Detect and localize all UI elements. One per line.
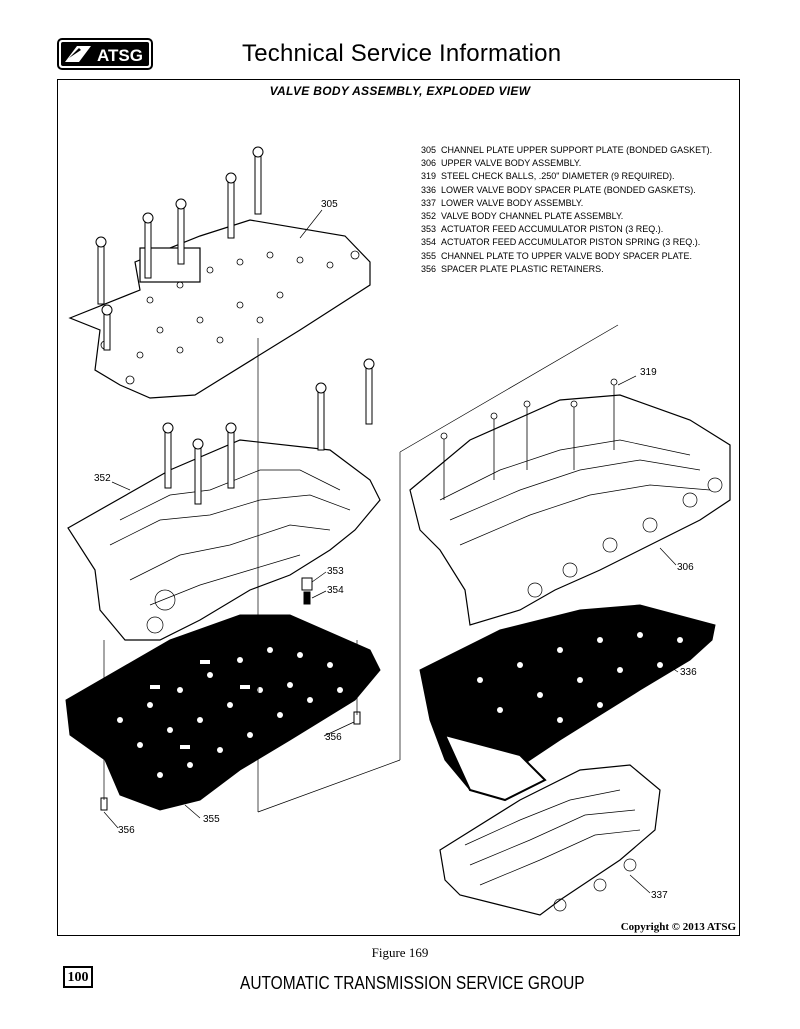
legend-item: 353 ACTUATOR FEED ACCUMULATOR PISTON (3 … (421, 224, 664, 235)
legend-item: 337 LOWER VALVE BODY ASSEMBLY. (421, 197, 584, 208)
callout-354: 354 (327, 585, 344, 596)
callout-306: 306 (677, 562, 694, 573)
part-352-channel-plate (67, 439, 381, 641)
part-355-spacer-plate (65, 614, 381, 811)
callout-355: 355 (203, 814, 220, 825)
part-319-check-balls (440, 378, 618, 500)
footer-text: AUTOMATIC TRANSMISSION SERVICE GROUP (240, 973, 585, 993)
legend-item: 352 VALVE BODY CHANNEL PLATE ASSEMBLY. (421, 211, 624, 222)
part-337-lower-valve-body (439, 764, 661, 916)
figure-caption: Figure 169 (371, 945, 429, 960)
callout-356-right: 356 (325, 732, 342, 743)
parts-legend: 305 CHANNEL PLATE UPPER SUPPORT PLATE (B… (421, 144, 712, 276)
part-336-spacer-plate (419, 604, 716, 802)
legend-item: 306 UPPER VALVE BODY ASSEMBLY. (421, 158, 582, 169)
figure-title: VALVE BODY ASSEMBLY, EXPLODED VIEW (269, 84, 531, 98)
legend-item: 319 STEEL CHECK BALLS, .250" DIAMETER (9… (421, 171, 675, 182)
callout-352: 352 (94, 473, 111, 484)
page-title: Technical Service Information (242, 40, 562, 67)
bolts-305 (95, 146, 264, 351)
callout-319: 319 (640, 367, 657, 378)
callout-356-left: 356 (118, 825, 135, 836)
callout-336: 336 (680, 667, 697, 678)
callout-353: 353 (327, 566, 344, 577)
legend-item: 305 CHANNEL PLATE UPPER SUPPORT PLATE (B… (421, 145, 713, 155)
part-353-354-piston-spring (301, 577, 313, 605)
alignment-lines (103, 324, 619, 813)
legend-item: 336 LOWER VALVE BODY SPACER PLATE (BONDE… (421, 184, 696, 195)
legend-item: 356 SPACER PLATE PLASTIC RETAINERS. (421, 263, 604, 274)
callout-337: 337 (651, 890, 668, 901)
bolts-352 (162, 358, 375, 505)
legend-item: 354 ACTUATOR FEED ACCUMULATOR PISTON SPR… (421, 237, 701, 248)
callout-leaders (103, 209, 679, 894)
atsg-logo: ATSG (57, 38, 153, 70)
part-306-upper-valve-body (409, 394, 731, 626)
part-305-support-plate (68, 219, 371, 399)
figure-frame (57, 79, 740, 936)
svg-text:ATSG: ATSG (97, 46, 143, 65)
callout-305: 305 (321, 199, 338, 210)
page-number: 100 (63, 966, 93, 988)
legend-item: 355 CHANNEL PLATE TO UPPER VALVE BODY SP… (421, 250, 692, 261)
copyright-notice: Copyright © 2013 ATSG (620, 921, 736, 933)
